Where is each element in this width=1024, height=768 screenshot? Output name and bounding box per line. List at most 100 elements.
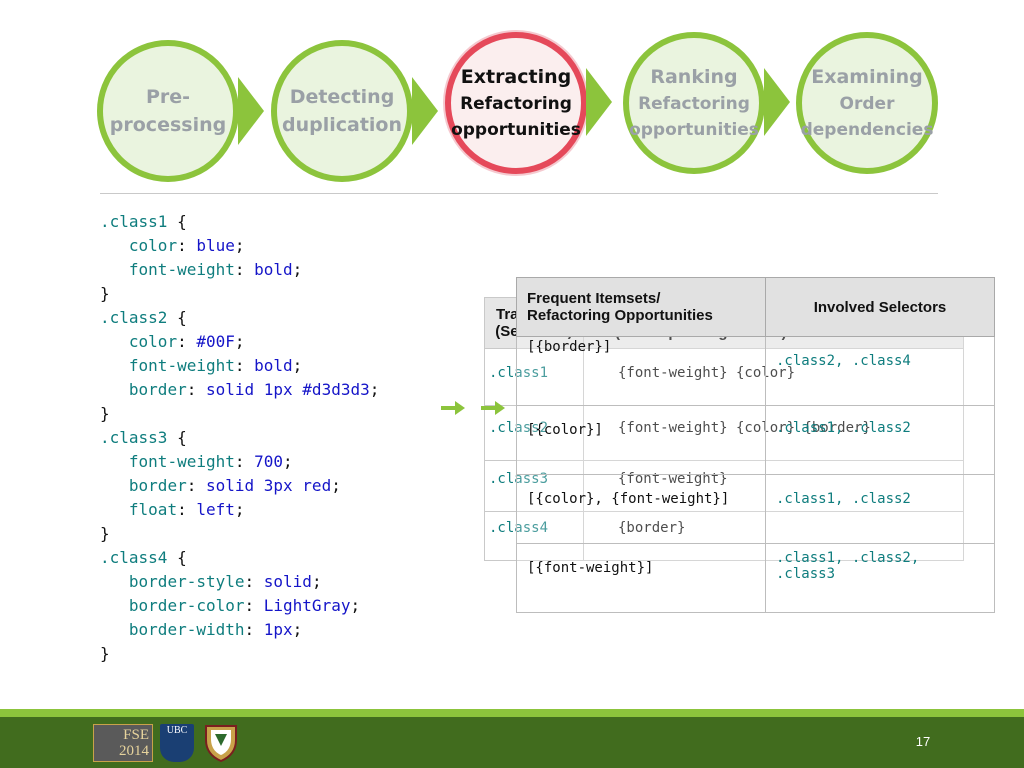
colon: : xyxy=(244,620,264,639)
code-line: } xyxy=(100,282,379,306)
step-label: processing xyxy=(109,114,227,136)
cell-itemset: [{font-weight}] xyxy=(516,543,766,613)
colon: : xyxy=(177,332,197,351)
property: font-weight xyxy=(128,356,235,375)
semicolon: ; xyxy=(350,596,361,615)
logo-text: 2014 xyxy=(119,743,149,759)
step-label: dependencies xyxy=(800,120,934,140)
brace: { xyxy=(167,548,187,567)
column-header-involved-selectors: Involved Selectors xyxy=(765,277,995,337)
code-line: color: blue; xyxy=(100,234,379,258)
property: font-weight xyxy=(128,260,235,279)
logo-text: FSE xyxy=(123,727,149,743)
fse-logo: FSE 2014 xyxy=(93,724,153,762)
colon: : xyxy=(244,572,264,591)
semicolon: ; xyxy=(292,356,303,375)
semicolon: ; xyxy=(234,236,245,255)
step-label: duplication xyxy=(281,114,402,136)
value: 1px xyxy=(263,620,293,639)
logo-text: UBC xyxy=(166,725,188,736)
code-line: border-width: 1px; xyxy=(100,618,379,642)
code-line: color: #00F; xyxy=(100,330,379,354)
chevron-right-icon xyxy=(586,68,612,136)
code-line: float: left; xyxy=(100,498,379,522)
brace: } xyxy=(100,284,110,303)
table-row: [{font-weight}] .class1, .class2, .class… xyxy=(516,543,995,613)
cell-involved-selectors: .class1, .class2 xyxy=(765,405,995,475)
semicolon: ; xyxy=(234,500,245,519)
cell-involved-selectors: .class2, .class4 xyxy=(765,336,995,406)
step-ranking-refactoring: Ranking Refactoring opportunities xyxy=(623,32,765,174)
brace: { xyxy=(167,212,187,231)
value: blue xyxy=(196,236,235,255)
cell-itemset: [{border}] xyxy=(516,336,766,406)
step-label: Order xyxy=(839,94,895,114)
value: 700 xyxy=(254,452,284,471)
css-code-listing: .class1 { color: blue; font-weight: bold… xyxy=(100,210,379,666)
code-line: .class2 { xyxy=(100,306,379,330)
header-text: Refactoring Opportunities xyxy=(527,307,713,324)
value: bold xyxy=(254,356,293,375)
code-line: font-weight: bold; xyxy=(100,354,379,378)
step-label: opportunities xyxy=(629,120,759,140)
property: color xyxy=(128,236,178,255)
process-pipeline: Pre- processing Detecting duplication Ex… xyxy=(0,0,1024,190)
step-label: Examining xyxy=(811,66,923,88)
property: border-style xyxy=(128,572,245,591)
value: #00F xyxy=(196,332,235,351)
semicolon: ; xyxy=(292,260,303,279)
value: left xyxy=(196,500,235,519)
property: border xyxy=(128,476,187,495)
step-label: opportunities xyxy=(451,120,581,140)
code-line: border: solid 1px #d3d3d3; xyxy=(100,378,379,402)
colon: : xyxy=(234,356,255,375)
chevron-right-icon xyxy=(238,77,264,145)
header-text: Frequent Itemsets/ xyxy=(527,290,661,307)
brace: } xyxy=(100,644,110,663)
colon: : xyxy=(177,500,197,519)
semicolon: ; xyxy=(283,452,293,471)
selector: .class1 xyxy=(100,212,168,231)
footer-bar xyxy=(0,717,1024,768)
chevron-right-icon xyxy=(412,77,438,145)
table-header-row: Frequent Itemsets/ Refactoring Opportuni… xyxy=(516,277,995,337)
cell-itemset: [{color}, {font-weight}] xyxy=(516,474,766,544)
cell-involved-selectors: .class1, .class2, .class3 xyxy=(765,543,995,613)
code-line: } xyxy=(100,522,379,546)
property: border-color xyxy=(128,596,245,615)
semicolon: ; xyxy=(331,476,341,495)
property: border xyxy=(128,380,187,399)
selectors-line: .class3 xyxy=(776,566,836,582)
step-extracting-refactoring: Extracting Refactoring opportunities xyxy=(445,32,587,174)
step-label: Extracting xyxy=(460,66,572,88)
step-label: Detecting xyxy=(289,86,395,108)
cell-involved-selectors: .class1, .class2 xyxy=(765,474,995,544)
arrow-right-icon xyxy=(441,401,467,415)
value: solid 1px #d3d3d3 xyxy=(205,380,370,399)
cell-itemset: [{color}] xyxy=(516,405,766,475)
selector: .class3 xyxy=(100,428,168,447)
step-label: Refactoring xyxy=(638,94,750,114)
code-line: border-style: solid; xyxy=(100,570,379,594)
code-line: border: solid 3px red; xyxy=(100,474,379,498)
brace: } xyxy=(100,404,110,423)
code-line: .class4 { xyxy=(100,546,379,570)
step-preprocessing: Pre- processing xyxy=(97,40,239,182)
brace: } xyxy=(100,524,110,543)
table-row: [{color}, {font-weight}] .class1, .class… xyxy=(516,474,995,544)
selector: .class4 xyxy=(100,548,168,567)
column-header-itemsets: Frequent Itemsets/ Refactoring Opportuni… xyxy=(516,277,766,337)
step-label: Pre- xyxy=(145,86,191,108)
selectors-line: .class1, .class2, xyxy=(776,550,920,566)
semicolon: ; xyxy=(292,620,303,639)
page-number: 17 xyxy=(915,734,931,749)
property: border-width xyxy=(128,620,245,639)
code-line: } xyxy=(100,402,379,426)
property: font-weight xyxy=(128,452,235,471)
frequent-itemsets-table: Frequent Itemsets/ Refactoring Opportuni… xyxy=(516,277,995,613)
code-line: } xyxy=(100,642,379,666)
chevron-right-icon xyxy=(764,68,790,136)
code-line: border-color: LightGray; xyxy=(100,594,379,618)
value: solid 3px red xyxy=(205,476,332,495)
value: bold xyxy=(254,260,293,279)
